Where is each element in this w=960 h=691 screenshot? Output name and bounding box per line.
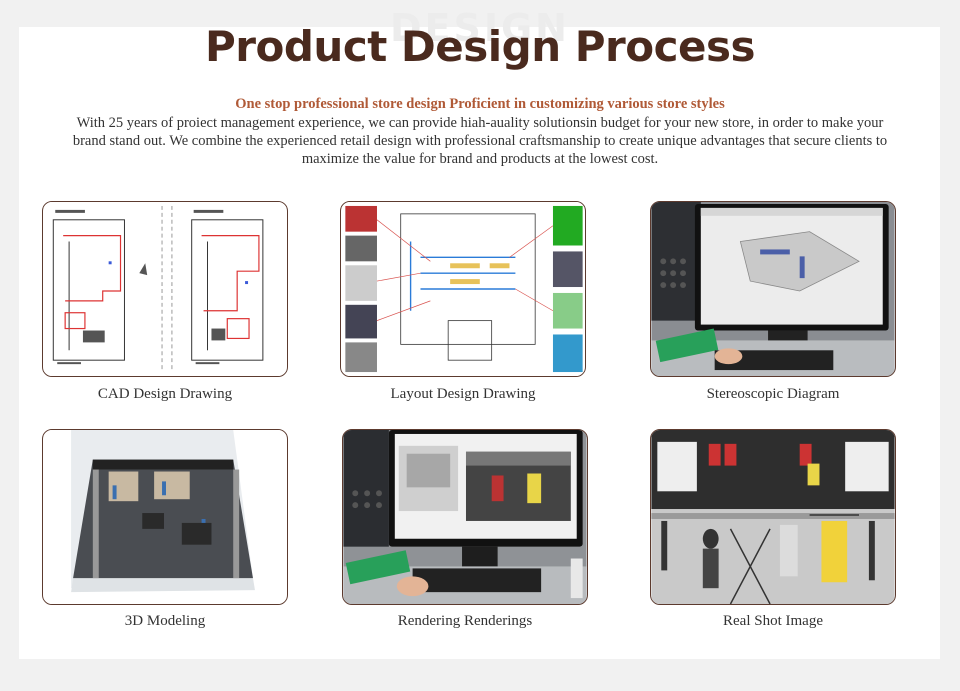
caption-layout: Layout Design Drawing: [390, 386, 536, 402]
tagline: One stop professional store design Profi…: [235, 96, 725, 112]
caption-cad: CAD Design Drawing: [97, 386, 233, 402]
rendering-image: [342, 429, 588, 605]
description: With 25 years of proiect management expe…: [72, 115, 888, 167]
watermark-text: DESIGN: [389, 6, 570, 50]
caption-real-shot: Real Shot Image: [723, 613, 823, 629]
caption-3d-modeling: 3D Modeling: [124, 613, 206, 629]
stereoscopic-image: [650, 201, 896, 377]
real-shot-image: [650, 429, 896, 605]
page-title: Product Design Process: [205, 22, 755, 71]
caption-rendering: Rendering Renderings: [397, 613, 533, 629]
3d-model-image: [42, 429, 288, 605]
cad-drawing-image: [42, 201, 288, 377]
caption-stereoscopic: Stereoscopic Diagram: [706, 386, 840, 402]
layout-drawing-image: [340, 201, 586, 377]
